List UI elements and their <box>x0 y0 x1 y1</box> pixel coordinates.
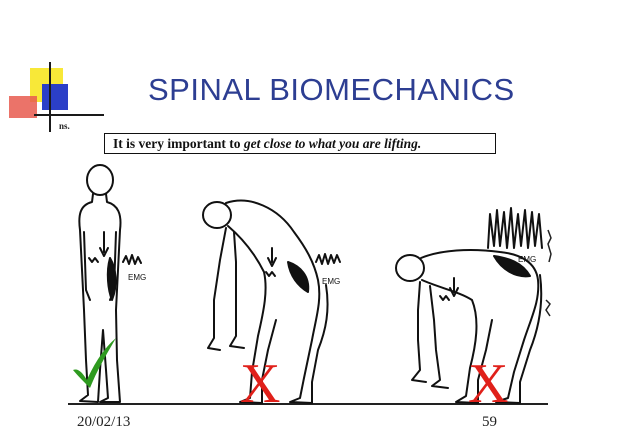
footer-date: 20/02/13 <box>77 414 131 430</box>
emg-label-3: EMG <box>518 255 536 264</box>
x-mark-bent-forward: X <box>240 353 281 415</box>
slide-title: SPINAL BIOMECHANICS <box>148 72 515 107</box>
decor-horizontal-line <box>34 114 104 116</box>
emg-label-2: EMG <box>322 277 340 286</box>
figure-bent-forward <box>202 199 341 404</box>
figure-fully-flexed <box>395 207 543 404</box>
caption-prefix: It is very important to <box>113 135 244 151</box>
decor-blue-square <box>42 84 68 110</box>
x-mark-fully-flexed: X <box>468 353 509 415</box>
checkmark-icon <box>73 338 116 388</box>
caption-emphasis: get close to what you are lifting. <box>243 135 422 151</box>
emg-label-1: EMG <box>128 273 146 282</box>
figure-caption: It is very important to get close to wha… <box>104 133 496 154</box>
stray-mark: ns. <box>59 121 70 131</box>
decor-vertical-line <box>49 62 51 132</box>
decor-red-square <box>9 96 37 118</box>
figure-upright <box>78 164 142 403</box>
scan-artifact <box>545 229 552 317</box>
page-number: 59 <box>482 414 497 430</box>
